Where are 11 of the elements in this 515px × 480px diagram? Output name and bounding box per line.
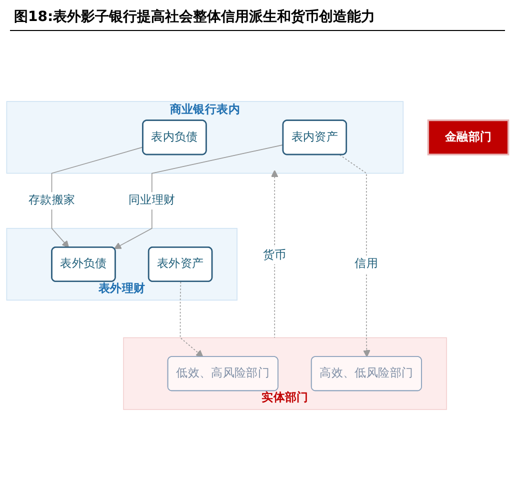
arrow — [339, 154, 370, 358]
edge-label: 货币 — [262, 248, 286, 262]
arrow — [180, 281, 204, 358]
edge-label: 同业理财 — [128, 194, 176, 208]
edge-label: 信用 — [354, 257, 378, 271]
node-box: 金融部门 — [427, 119, 510, 156]
arrow — [270, 170, 278, 338]
arrow — [114, 144, 284, 250]
edge-label: 存款搬家 — [28, 194, 76, 208]
figure-title: 图18:表外影子银行提高社会整体信用派生和货币创造能力 — [10, 8, 505, 31]
arrow — [51, 146, 144, 248]
